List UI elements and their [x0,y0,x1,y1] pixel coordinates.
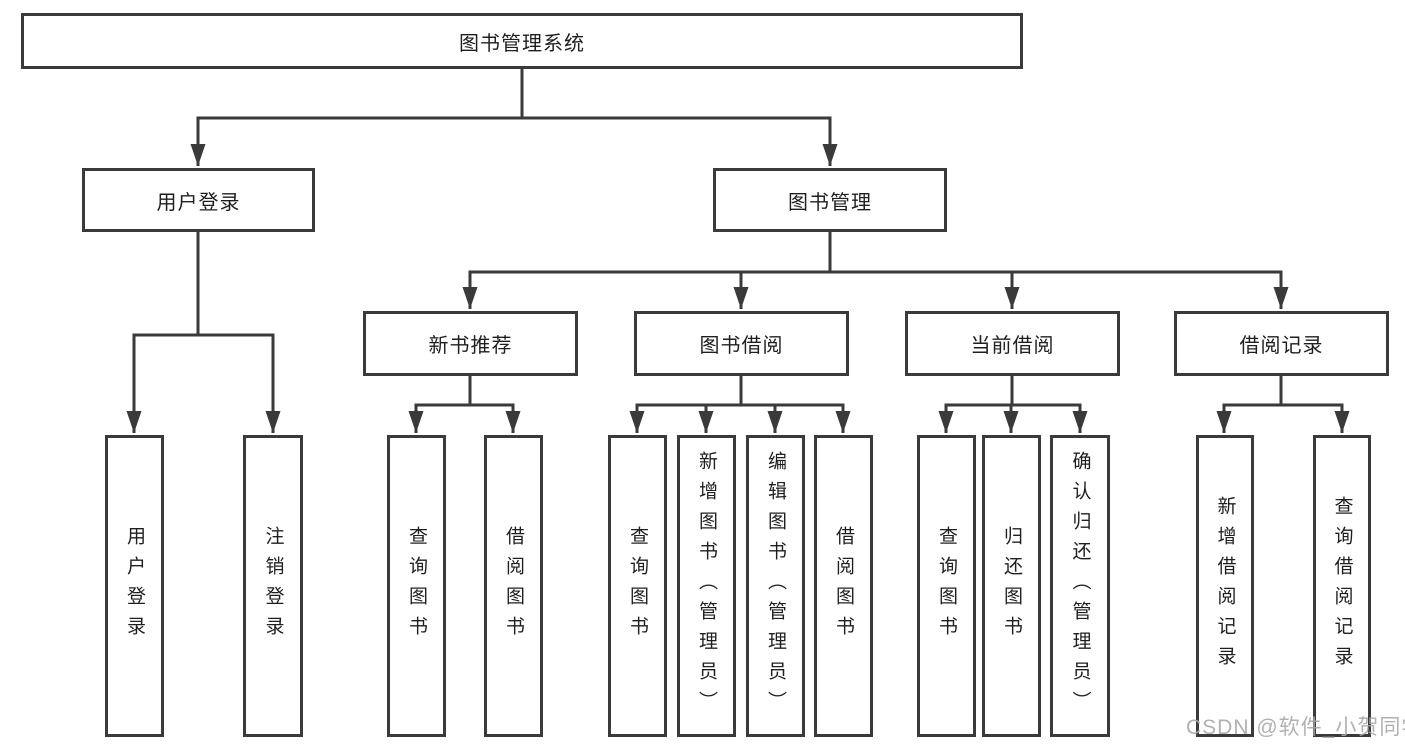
leaf-user-login-label: 用户登录 [124,526,145,646]
leaf-borrow-borrow: 借阅图书 [814,435,873,737]
node-current-borrow: 当前借阅 [905,311,1120,376]
leaf-records-add-label: 新增借阅记录 [1214,496,1236,676]
node-book-mgmt-label: 图书管理 [788,191,872,214]
leaf-borrow-add: 新增图书（管理员） [677,435,736,737]
leaf-current-confirm-return: 确认归还（管理员） [1050,435,1110,737]
leaf-current-return-label: 归还图书 [1001,526,1022,646]
node-book-mgmt: 图书管理 [713,168,947,232]
leaf-borrow-edit: 编辑图书（管理员） [746,435,805,737]
node-user-login: 用户登录 [82,168,315,232]
node-current-borrow-label: 当前借阅 [970,335,1055,357]
node-borrow-records-label: 借阅记录 [1239,335,1324,357]
leaf-newbooks-query: 查询图书 [387,435,446,737]
leaf-logout-label: 注销登录 [262,526,284,646]
leaf-current-query-label: 查询图书 [936,526,957,646]
leaf-logout: 注销登录 [243,435,303,737]
leaf-newbooks-borrow: 借阅图书 [484,435,543,737]
leaf-borrow-add-label: 新增图书（管理员） [696,451,717,721]
node-root-label: 图书管理系统 [459,32,585,55]
connector-root-to-level2 [190,69,838,166]
node-user-login-label: 用户登录 [156,191,241,214]
connector-new-books-children [408,376,521,433]
leaf-records-query-label: 查询借阅记录 [1331,496,1353,676]
leaf-borrow-edit-label: 编辑图书（管理员） [765,451,786,721]
connector-book-borrow-children [629,376,851,433]
leaf-newbooks-borrow-label: 借阅图书 [503,526,524,646]
node-root: 图书管理系统 [21,13,1023,69]
leaf-newbooks-query-label: 查询图书 [406,526,427,646]
csdn-watermark: CSDN @软件_小贺同学 [1186,716,1405,739]
leaf-user-login: 用户登录 [105,435,164,737]
leaf-current-query: 查询图书 [917,435,976,737]
connector-user-login-children [126,232,281,433]
leaf-borrow-borrow-label: 借阅图书 [833,526,854,646]
connector-current-borrow-children [938,376,1088,433]
connector-borrow-records-children [1216,376,1350,433]
connector-book-mgmt-children [462,232,1289,309]
node-new-books-label: 新书推荐 [428,335,513,357]
node-book-borrow-label: 图书借阅 [699,335,784,357]
leaf-records-query: 查询借阅记录 [1313,435,1371,737]
leaf-borrow-query-label: 查询图书 [627,526,648,646]
node-book-borrow: 图书借阅 [634,311,849,376]
node-new-books: 新书推荐 [363,311,578,376]
leaf-current-return: 归还图书 [982,435,1041,737]
leaf-current-confirm-return-label: 确认归还（管理员） [1069,451,1091,721]
leaf-borrow-query: 查询图书 [608,435,667,737]
leaf-records-add: 新增借阅记录 [1196,435,1254,737]
node-borrow-records: 借阅记录 [1174,311,1389,376]
